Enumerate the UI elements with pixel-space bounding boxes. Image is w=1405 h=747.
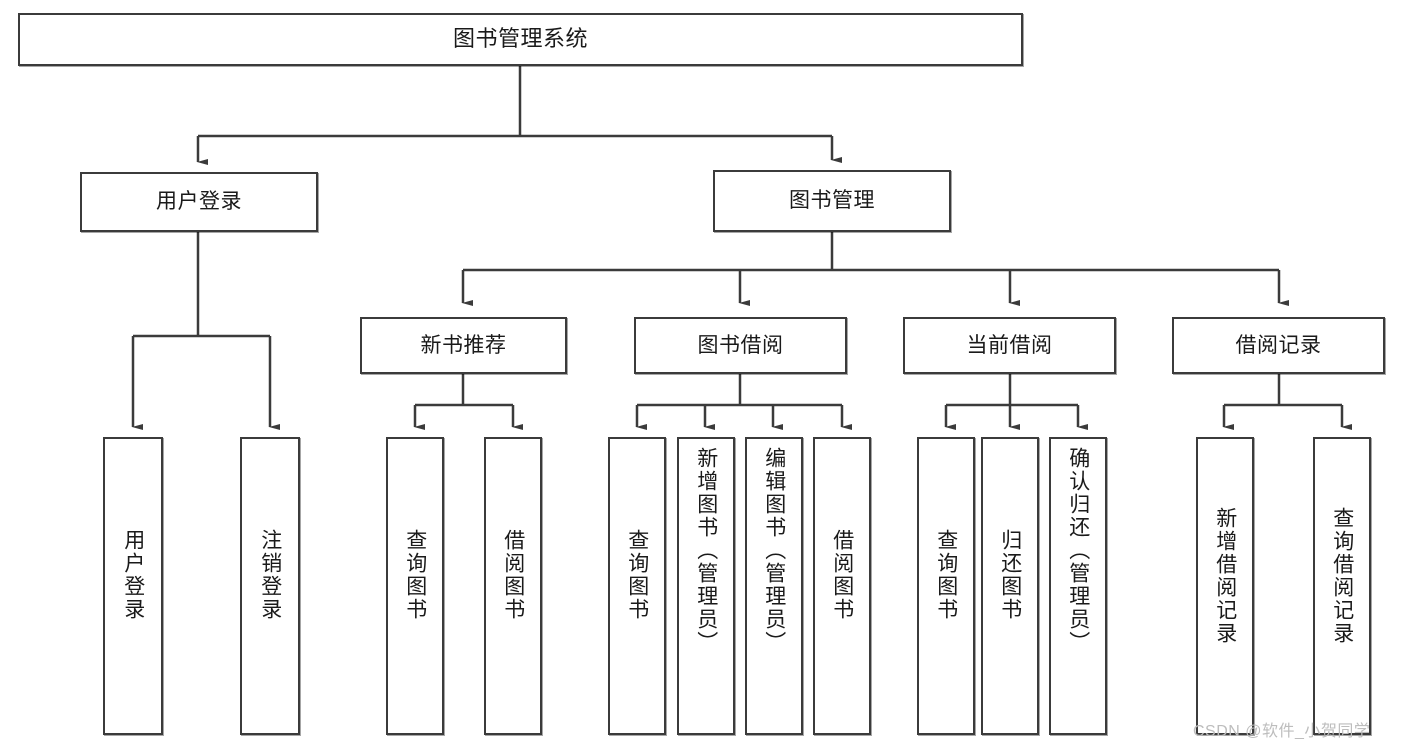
node-new-book-recommend[interactable]: 新书推荐: [360, 317, 567, 374]
leaf-query-book-2[interactable]: 查询图书: [608, 437, 666, 735]
leaf-borrow-book-1[interactable]: 借阅图书: [484, 437, 542, 735]
leaf-confirm-return-admin[interactable]: 确认归还（管理员）: [1049, 437, 1107, 735]
leaf-user-login[interactable]: 用户登录: [103, 437, 163, 735]
node-user-login-label: 用户登录: [156, 190, 242, 214]
node-user-login[interactable]: 用户登录: [80, 172, 318, 232]
leaf-edit-book-admin[interactable]: 编辑图书（管理员）: [745, 437, 803, 735]
leaf-logout-label: 注销登录: [258, 529, 282, 621]
leaf-query-book-3-label: 查询图书: [934, 529, 958, 621]
node-book-borrow-label: 图书借阅: [697, 333, 784, 357]
node-borrow-record[interactable]: 借阅记录: [1172, 317, 1385, 374]
leaf-return-book-label: 归还图书: [998, 529, 1022, 621]
leaf-query-borrow-record-label: 查询借阅记录: [1330, 507, 1354, 645]
leaf-query-book-1[interactable]: 查询图书: [386, 437, 444, 735]
leaf-confirm-return-admin-label: 确认归还（管理员）: [1066, 447, 1090, 654]
leaf-borrow-book-2[interactable]: 借阅图书: [813, 437, 871, 735]
leaf-add-book-admin-label: 新增图书（管理员）: [694, 447, 718, 654]
leaf-add-book-admin[interactable]: 新增图书（管理员）: [677, 437, 735, 735]
node-book-borrow[interactable]: 图书借阅: [634, 317, 847, 374]
root-book-management-system[interactable]: 图书管理系统: [18, 13, 1023, 66]
node-borrow-record-label: 借阅记录: [1235, 333, 1322, 357]
node-book-management-label: 图书管理: [789, 189, 875, 213]
leaf-query-book-3[interactable]: 查询图书: [917, 437, 975, 735]
leaf-add-borrow-record[interactable]: 新增借阅记录: [1196, 437, 1254, 735]
node-current-borrow-label: 当前借阅: [966, 333, 1053, 357]
leaf-borrow-book-1-label: 借阅图书: [501, 529, 525, 621]
leaf-return-book[interactable]: 归还图书: [981, 437, 1039, 735]
node-current-borrow[interactable]: 当前借阅: [903, 317, 1116, 374]
node-new-book-recommend-label: 新书推荐: [420, 333, 507, 357]
watermark: CSDN @软件_小贺同学: [1193, 723, 1371, 740]
leaf-query-borrow-record[interactable]: 查询借阅记录: [1313, 437, 1371, 735]
node-book-management[interactable]: 图书管理: [713, 170, 951, 232]
leaf-add-borrow-record-label: 新增借阅记录: [1213, 507, 1237, 645]
leaf-query-book-1-label: 查询图书: [403, 529, 427, 621]
root-label: 图书管理系统: [452, 26, 588, 52]
leaf-user-login-label: 用户登录: [121, 529, 145, 621]
leaf-query-book-2-label: 查询图书: [625, 529, 649, 621]
leaf-borrow-book-2-label: 借阅图书: [830, 529, 854, 621]
leaf-edit-book-admin-label: 编辑图书（管理员）: [762, 447, 786, 654]
leaf-logout[interactable]: 注销登录: [240, 437, 300, 735]
